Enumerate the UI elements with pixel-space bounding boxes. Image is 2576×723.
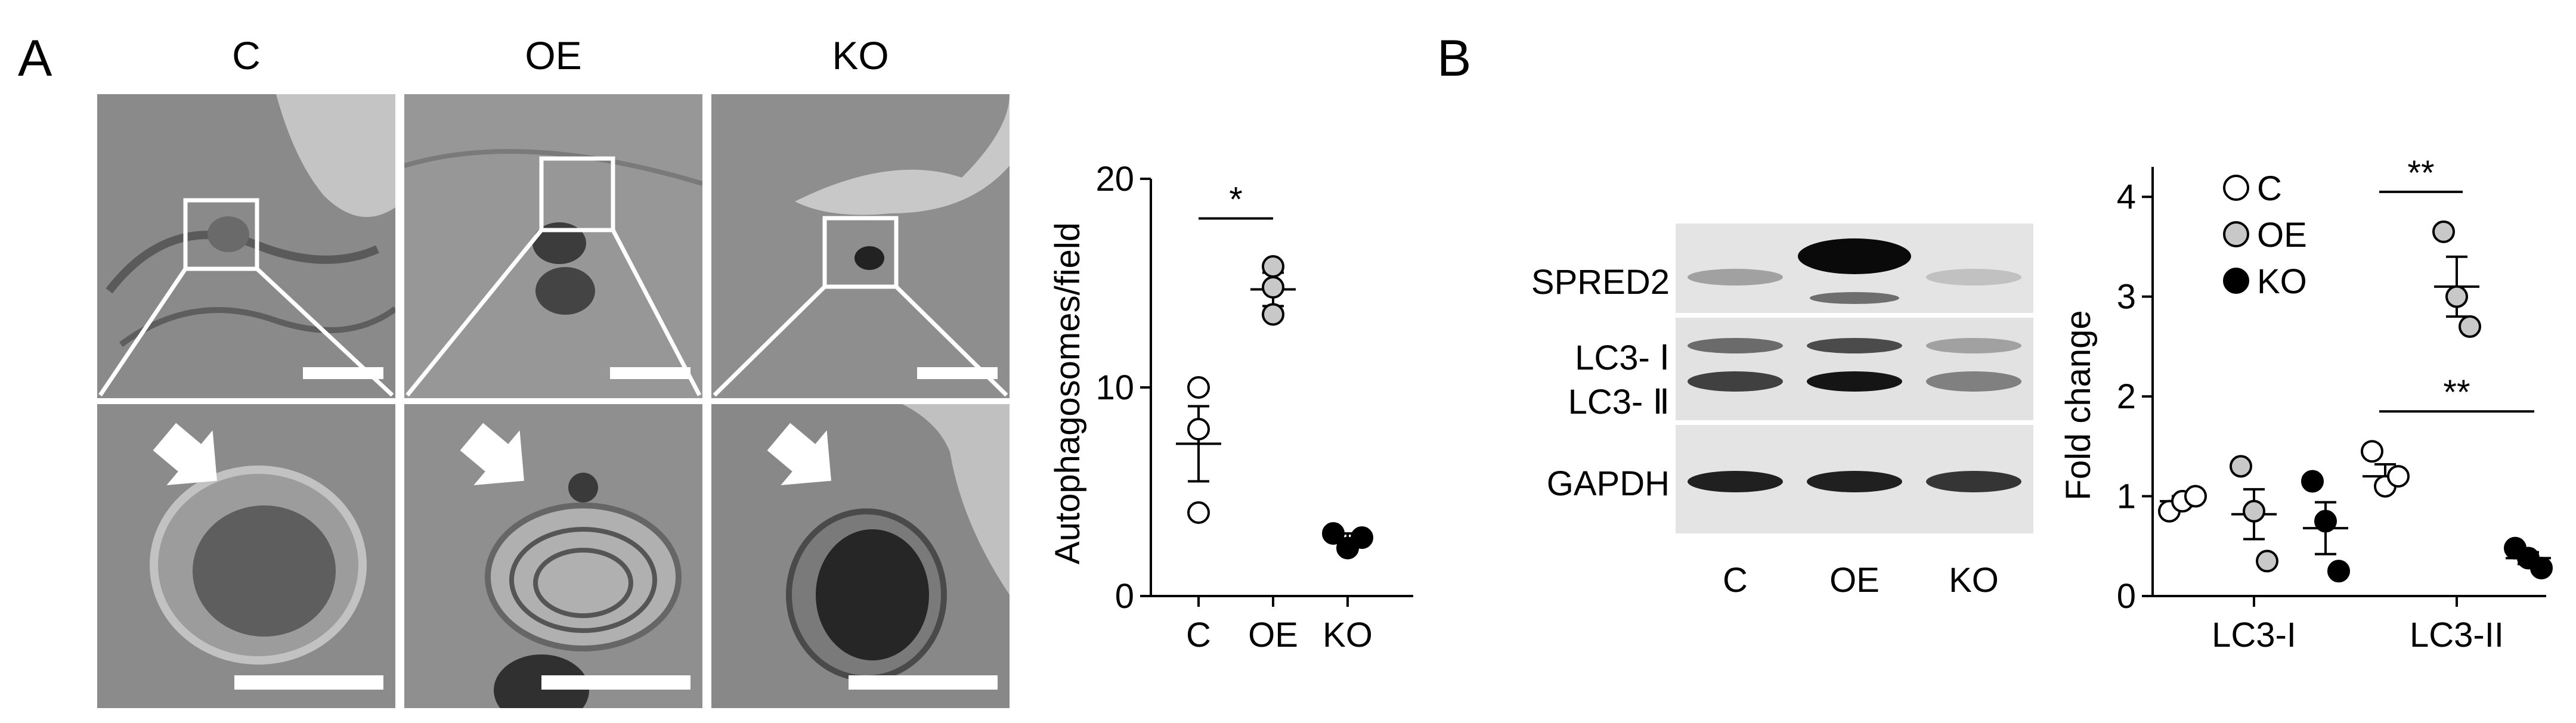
scale-bar [303, 367, 383, 379]
x-tick-label: KO [1323, 616, 1373, 654]
y-tick-label: 1 [2117, 477, 2136, 516]
y-tick-label: 10 [1095, 368, 1134, 407]
zoom-box-ko [822, 216, 899, 289]
blot-label-gapdh: GAPDH [1546, 464, 1670, 503]
data-point [1187, 376, 1210, 399]
data-point [1351, 526, 1373, 549]
zoom-box-c [183, 198, 259, 271]
blot-band [1926, 338, 2021, 353]
micrograph-ko-zoom [711, 404, 1010, 708]
scale-bar [849, 675, 998, 690]
data-point [2230, 455, 2252, 478]
legend-marker [2223, 175, 2249, 201]
data-point [1187, 501, 1210, 524]
blot-band [1807, 371, 1902, 392]
data-point [1262, 303, 1284, 326]
data-point [1262, 276, 1284, 299]
data-point [2301, 470, 2324, 493]
micrograph-c-low [97, 94, 395, 398]
y-tick-label: 20 [1095, 160, 1134, 198]
panel-a-letter: A [18, 30, 52, 87]
y-tick-label: 3 [2117, 278, 2136, 316]
lane-label-ko: KO [1949, 561, 1999, 600]
data-point [2314, 510, 2337, 533]
blot-band [1688, 471, 1783, 492]
western-blot [1676, 224, 2033, 533]
data-point [1322, 522, 1345, 545]
micrograph-ko-low [711, 94, 1010, 398]
blot-lane-labels: C OE KO [1676, 560, 2033, 602]
blot-label-spred2: SPRED2 [1531, 263, 1670, 302]
data-point [1262, 255, 1284, 278]
arrow-icon [460, 423, 524, 485]
lane-label-oe: OE [1829, 561, 1880, 600]
blot-band [1807, 471, 1902, 492]
legend-label: KO [2257, 262, 2307, 301]
y-tick-label: 0 [1115, 577, 1134, 616]
blot-band [1688, 338, 1783, 353]
micrograph-oe-zoom [404, 404, 702, 708]
data-point [1187, 418, 1210, 440]
x-tick-label: LC3-II [2410, 616, 2504, 654]
blot-band [1926, 269, 2021, 286]
data-point [2256, 550, 2278, 573]
scale-bar [234, 675, 383, 690]
legend-label: C [2257, 169, 2282, 208]
data-point [2361, 440, 2383, 463]
lane-label-c: C [1723, 561, 1748, 600]
micrograph-c-zoom [97, 404, 395, 708]
column-label-ko: KO [832, 33, 889, 77]
y-tick-label: 4 [2117, 178, 2136, 216]
blot-band [1926, 371, 2021, 392]
significance-label: * [1229, 181, 1243, 219]
blot-band [1926, 471, 2021, 492]
data-point [2243, 499, 2265, 523]
blot-band [1807, 338, 1902, 353]
data-point [2445, 285, 2468, 308]
y-axis-label: Autophagosomes/field [1048, 222, 1087, 564]
scale-bar [610, 367, 691, 379]
blot-band [1688, 269, 1783, 286]
panel-b-letter: B [1437, 30, 1472, 87]
legend-marker [2223, 268, 2249, 294]
autophagosome-chart: 0 10 20C OE KO * Autophagosomes/field [1048, 160, 1413, 654]
y-axis-label: Fold change [2059, 310, 2098, 500]
micrograph-oe-low [404, 94, 702, 398]
significance-label: ** [2443, 373, 2470, 412]
data-point [2184, 485, 2207, 508]
x-tick-label: C [1186, 616, 1211, 654]
data-point [2432, 220, 2455, 243]
blot-band [1798, 238, 1911, 274]
column-label-c: C [232, 33, 261, 77]
legend-label: OE [2257, 216, 2307, 255]
blot-band [1688, 371, 1783, 392]
blot-label-lc3-ii: LC3- Ⅱ [1568, 383, 1670, 421]
scale-bar [917, 367, 998, 379]
blot-strip-lc3 [1676, 318, 2033, 420]
data-point [2327, 560, 2350, 583]
data-point [2387, 465, 2410, 488]
y-tick-label: 0 [2117, 577, 2136, 616]
y-tick-label: 2 [2117, 377, 2136, 416]
x-tick-label: OE [1248, 616, 1298, 654]
column-label-oe: OE [525, 33, 582, 77]
legend-marker [2223, 221, 2249, 247]
blot-label-lc3-i: LC3- Ⅰ [1575, 339, 1670, 377]
arrow-icon [767, 423, 831, 485]
arrow-icon [153, 423, 217, 485]
zoom-box-oe [539, 156, 615, 232]
data-point [2530, 557, 2553, 580]
significance-label: ** [2407, 154, 2434, 193]
blot-band [1810, 292, 1899, 304]
x-tick-label: LC3-I [2212, 616, 2296, 654]
data-point [2459, 315, 2481, 338]
scale-bar [541, 675, 691, 690]
